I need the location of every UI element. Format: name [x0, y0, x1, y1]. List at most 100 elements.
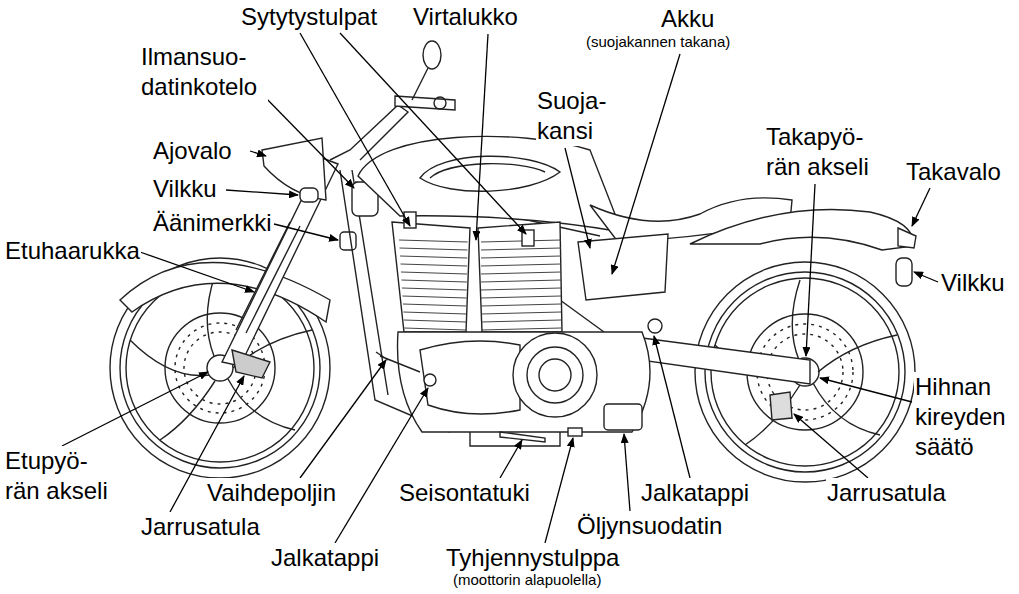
part-label: Akku	[660, 4, 715, 34]
front-wheel	[110, 258, 330, 478]
part-label: Hihnan kireyden säätö	[914, 372, 1014, 462]
footpeg	[424, 374, 436, 386]
engine	[481, 288, 561, 290]
leader-lines	[300, 33, 410, 226]
part-label: Jalkatappi	[640, 478, 750, 508]
engine	[478, 222, 562, 332]
engine	[403, 312, 466, 314]
engine	[404, 320, 466, 322]
front-turn-signal	[300, 188, 318, 202]
part-label: Etuhaarukka	[4, 236, 141, 266]
engine	[470, 432, 560, 446]
engine	[400, 256, 467, 258]
front-wheel	[130, 275, 312, 440]
leader-lines	[262, 94, 354, 188]
part-label: Vilkku	[940, 268, 1006, 298]
engine	[481, 248, 561, 250]
note-label: (moottorin alapuolella)	[452, 571, 602, 590]
engine	[481, 264, 561, 266]
engine	[392, 222, 470, 332]
leader-lines	[624, 434, 630, 511]
engine	[481, 320, 561, 322]
leader-lines	[62, 33, 938, 543]
part-label: Takavalo	[905, 157, 1002, 187]
front-fork	[236, 222, 300, 333]
part-label: Sytytystulpat	[240, 2, 378, 32]
engine	[392, 212, 650, 446]
leader-lines	[500, 440, 522, 478]
kickstand	[500, 432, 545, 442]
leader-lines	[565, 148, 590, 248]
engine	[401, 264, 468, 266]
part-label: Äänimerkki	[152, 208, 273, 238]
engine	[539, 359, 571, 391]
leader-lines	[794, 414, 868, 478]
part-label: Jarrusatula	[826, 478, 947, 508]
engine	[401, 272, 467, 274]
engine	[481, 240, 561, 242]
part-label: Vilkku	[152, 174, 218, 204]
engine	[568, 428, 582, 436]
taillight	[898, 228, 916, 248]
engine	[513, 333, 597, 417]
leader-lines	[820, 378, 912, 402]
front-wheel	[110, 258, 330, 478]
handlebar	[412, 68, 428, 100]
part-label: Tyhjennystulppa	[445, 543, 620, 573]
leader-lines	[300, 360, 386, 478]
rear-wheel	[770, 392, 792, 420]
leader-lines	[806, 184, 815, 356]
part-label: Jarrusatula	[140, 512, 261, 542]
front-wheel	[165, 313, 275, 423]
leader-lines	[62, 372, 208, 446]
motorcycle-drawing	[110, 41, 916, 482]
part-label: Virtalukko	[412, 2, 519, 32]
leader-lines	[140, 252, 254, 292]
side-cover	[578, 234, 668, 300]
engine	[398, 332, 651, 432]
leader-lines	[476, 34, 488, 240]
part-label: Suoja- kansi	[536, 86, 614, 146]
engine	[481, 256, 561, 258]
engine	[399, 240, 468, 242]
part-label: Vaihdepoljin	[206, 478, 337, 508]
engine	[481, 328, 561, 330]
engine	[481, 304, 561, 306]
note-label: (suojakannen takana)	[585, 33, 731, 52]
leader-lines	[654, 336, 690, 478]
engine	[399, 240, 561, 330]
part-label: Seisontatuki	[398, 478, 531, 508]
front-fork	[232, 350, 270, 378]
rear-turn-signal	[896, 258, 912, 286]
rear-fender	[690, 209, 914, 250]
engine	[481, 272, 561, 274]
leader-lines	[912, 188, 930, 226]
leader-lines	[612, 54, 680, 274]
leader-lines	[914, 272, 938, 282]
engine	[481, 280, 561, 282]
handlebar	[423, 41, 441, 69]
engine	[420, 341, 520, 414]
leader-lines	[335, 388, 428, 543]
engine	[402, 296, 466, 298]
footpeg	[648, 319, 662, 333]
engine	[481, 296, 561, 298]
engine	[527, 347, 583, 403]
engine	[481, 312, 561, 314]
engine	[604, 404, 642, 430]
fuel-tank	[420, 156, 560, 191]
horn	[340, 232, 356, 250]
front-wheel	[126, 274, 314, 462]
engine	[404, 328, 466, 330]
handlebar	[434, 97, 446, 109]
engine	[401, 280, 466, 282]
leader-lines	[274, 224, 338, 240]
leader-lines	[545, 438, 573, 543]
leader-lines	[226, 190, 298, 195]
leader-lines	[340, 33, 526, 234]
part-label: Ilmansuo- datinkotelo	[140, 42, 268, 102]
engine	[402, 288, 467, 290]
part-label: Takapyö- rän akseli	[765, 122, 879, 182]
part-label: Öljynsuodatin	[576, 511, 723, 541]
part-label: Ajovalo	[152, 136, 233, 166]
